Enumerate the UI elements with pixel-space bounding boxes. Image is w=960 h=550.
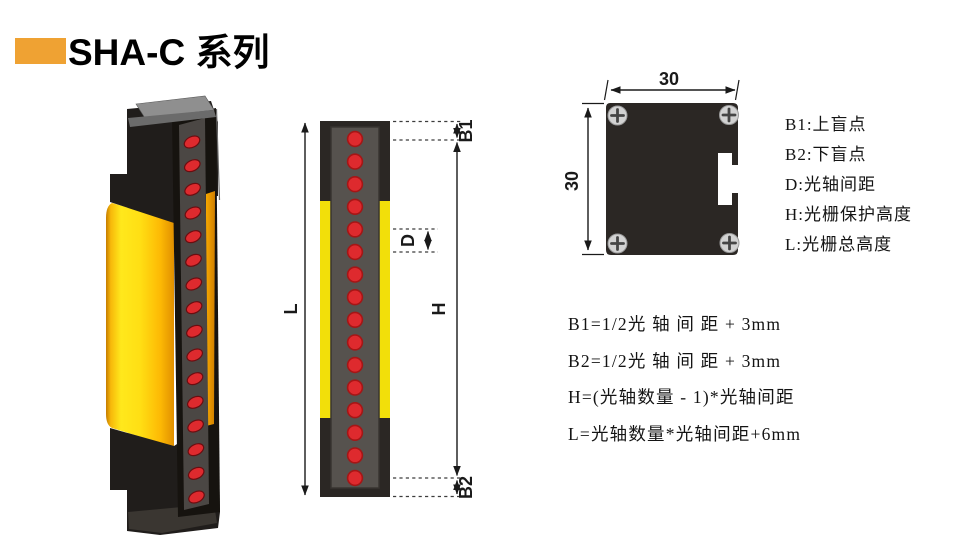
legend-item-b2: B2:下盲点 xyxy=(785,145,867,164)
led-dot xyxy=(346,356,364,374)
formula-l: L=光轴数量*光轴间距+6mm xyxy=(568,423,802,444)
front-view-leds xyxy=(346,130,364,487)
photo-cap-bevel xyxy=(128,110,216,127)
dim-label-height: 30 xyxy=(562,171,582,191)
led-dot xyxy=(346,334,364,351)
led-dot-3d xyxy=(187,443,205,457)
photo-edge-highlight xyxy=(215,108,221,201)
led-dot-3d xyxy=(184,206,202,220)
screw-top-left xyxy=(607,105,628,126)
screw-bottom-right xyxy=(719,233,740,253)
led-dot-3d xyxy=(183,159,201,173)
dim-label-B1: B1 xyxy=(456,119,476,142)
led-dot xyxy=(346,402,364,419)
photo-side-strip-yellow xyxy=(206,191,215,426)
dim-tick-width-right xyxy=(734,79,740,101)
led-dot xyxy=(346,153,364,170)
led-dot xyxy=(346,243,364,261)
product-3d-render xyxy=(106,95,221,535)
led-dot xyxy=(346,311,364,328)
dim-label-D: D xyxy=(398,234,418,247)
screw-bottom-left xyxy=(607,233,628,254)
led-dot xyxy=(346,176,364,193)
legend: B1:上盲点 B2:下盲点 D:光轴间距 H:光栅保护高度 L:光栅总高度 xyxy=(785,110,912,260)
dim-label-B2: B2 xyxy=(456,476,476,499)
led-dot-3d xyxy=(185,301,203,315)
top-view-diagram: 30 30 xyxy=(562,69,740,256)
led-dot xyxy=(346,221,364,238)
led-dot-3d xyxy=(186,395,204,409)
screw-top-right xyxy=(719,105,739,125)
page-title: SHA-C 系列 xyxy=(68,32,270,73)
legend-item-h: H:光栅保护高度 xyxy=(785,205,912,224)
front-view-diagram: L B1 D H B2 xyxy=(281,119,476,499)
led-dot xyxy=(346,424,364,441)
legend-item-d: D:光轴间距 xyxy=(785,175,876,194)
formula-b2: B2=1/2光 轴 间 距 + 3mm xyxy=(568,350,782,371)
led-dot-3d xyxy=(184,182,201,196)
led-dot xyxy=(346,130,364,148)
legend-item-b1: B1:上盲点 xyxy=(785,115,867,134)
front-left-yellow-strip xyxy=(320,201,331,418)
led-dot xyxy=(346,289,364,306)
photo-leds xyxy=(183,135,205,504)
led-dot-3d xyxy=(185,277,203,291)
led-dot xyxy=(346,447,364,464)
led-dot-3d xyxy=(187,466,205,480)
topview-screws xyxy=(607,105,740,254)
dim-label-width: 30 xyxy=(659,69,679,89)
formula-b1: B1=1/2光 轴 间 距 + 3mm xyxy=(568,314,782,334)
topview-housing xyxy=(606,103,738,255)
dim-label-L: L xyxy=(281,304,301,315)
led-dot-3d xyxy=(183,135,201,149)
dim-label-H: H xyxy=(429,303,449,316)
formula-list: B1=1/2光 轴 间 距 + 3mm B2=1/2光 轴 间 距 + 3mm … xyxy=(568,306,801,452)
front-right-yellow-strip xyxy=(379,201,390,418)
led-dot xyxy=(346,266,364,283)
photo-yellow-body xyxy=(106,203,174,447)
led-dot xyxy=(346,198,364,216)
formula-h: H=(光轴数量 - 1)*光轴间距 xyxy=(568,387,795,408)
led-dot-3d xyxy=(185,253,202,267)
led-dot-3d xyxy=(186,348,204,362)
led-dot-3d xyxy=(187,419,204,433)
led-dot-3d xyxy=(184,230,202,244)
led-dot xyxy=(346,469,364,487)
led-dot-3d xyxy=(188,490,205,504)
title-accent-block xyxy=(15,38,66,64)
led-dot-3d xyxy=(186,372,204,386)
led-dot-3d xyxy=(186,324,203,338)
dim-tick-width-left xyxy=(603,79,609,101)
legend-item-l: L:光栅总高度 xyxy=(785,235,893,254)
led-dot xyxy=(346,379,364,396)
